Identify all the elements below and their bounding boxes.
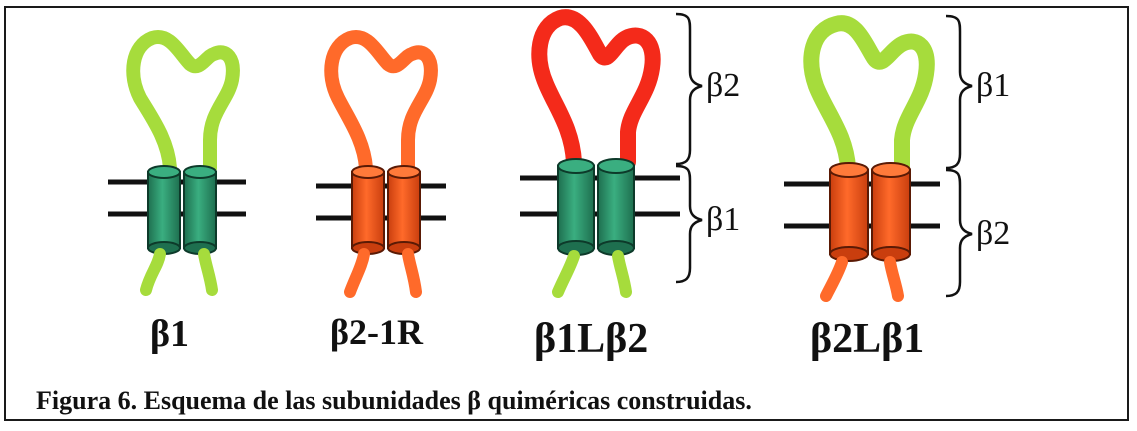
tail-left [140, 248, 166, 296]
cylinder-right [183, 165, 217, 255]
cylinder-left [351, 165, 385, 255]
construct-b1lb2 [520, 9, 680, 298]
cylinder-left [147, 165, 181, 255]
cylinder-right [387, 165, 421, 255]
cylinder-right [597, 158, 635, 256]
tail-right [612, 250, 632, 298]
loop-b2lb1 [803, 15, 935, 176]
tail-right [884, 256, 904, 302]
loop-b1lb2 [531, 9, 661, 170]
cylinder-right [871, 162, 911, 262]
bracket-label-b2lb1-loop: β1 [976, 67, 1010, 104]
cylinder-left [557, 158, 595, 256]
loop-b1 [126, 30, 240, 175]
tail-left [820, 256, 848, 302]
construct-label-b2-1r: β2-1R [330, 312, 424, 352]
tail-left [344, 248, 370, 298]
loop-b2-1r [324, 30, 438, 175]
construct-label-b1lb2: β1Lβ2 [534, 316, 648, 362]
tail-right [198, 248, 218, 296]
bracket-b1lb2-body [675, 164, 703, 284]
cylinder-left [829, 162, 869, 262]
bracket-label-b1lb2-body: β1 [706, 201, 740, 238]
bracket-label-b2lb1-body: β2 [976, 215, 1010, 252]
construct-b2lb1 [784, 15, 940, 302]
construct-b1 [108, 30, 246, 296]
construct-b2-1r [316, 30, 446, 298]
bracket-label-b1lb2-loop: β2 [706, 67, 740, 104]
bracket-b2lb1-loop [945, 14, 973, 170]
construct-label-b2lb1: β2Lβ1 [810, 316, 924, 362]
tail-right [402, 248, 422, 298]
bracket-b2lb1-body [945, 168, 973, 298]
figure-caption: Figura 6. Esquema de las subunidades β q… [36, 386, 752, 415]
figure-frame [4, 6, 1129, 421]
construct-label-b1: β1 [150, 313, 189, 355]
bracket-b1lb2-loop [675, 12, 703, 166]
tail-left [552, 250, 580, 298]
